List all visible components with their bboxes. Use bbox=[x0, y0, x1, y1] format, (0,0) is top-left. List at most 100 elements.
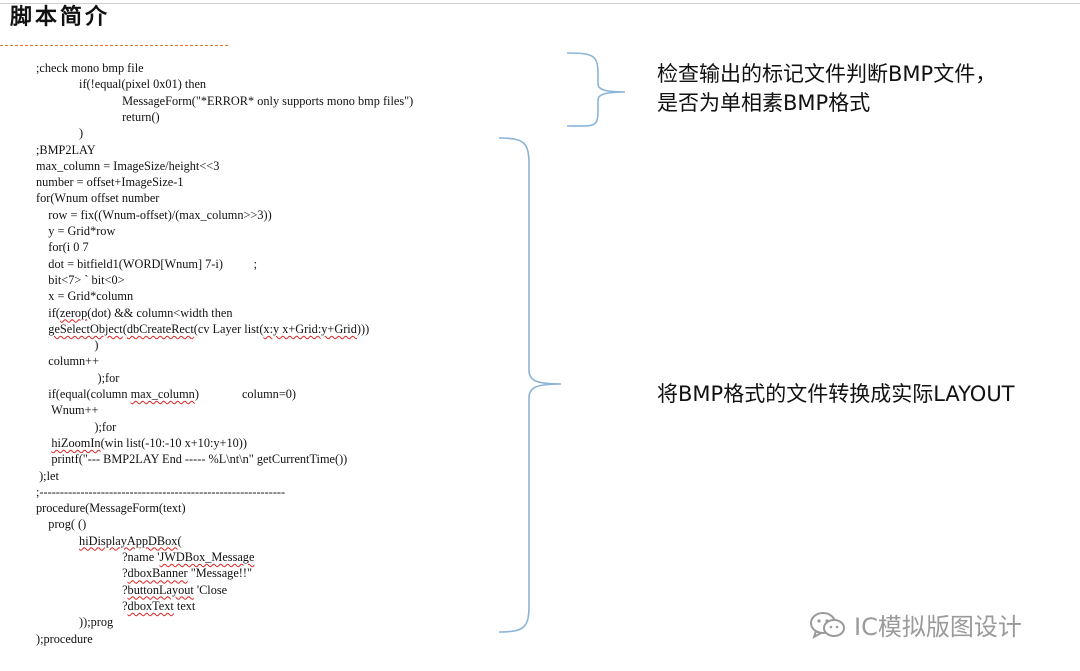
spellcheck-flagged-token: x:y x+Grid:y+Grid bbox=[263, 321, 357, 336]
spellcheck-flagged-token: zerop bbox=[59, 305, 88, 320]
annotation-check-bmp: 检查输出的标记文件判断BMP文件， 是否为单相素BMP格式 bbox=[657, 60, 996, 118]
code-token: bit<7> ` bit<0> bbox=[48, 272, 125, 287]
annotation-check-bmp-line1: 检查输出的标记文件判断BMP文件， bbox=[657, 62, 997, 86]
code-token: if( bbox=[48, 305, 60, 320]
spellcheck-flagged-token: buttonLayout bbox=[127, 582, 194, 597]
code-line: geSelectObject(dbCreateRect(cv Layer lis… bbox=[36, 321, 369, 337]
code-token: prog( () bbox=[48, 517, 87, 532]
code-token: if(equal(column bbox=[48, 387, 131, 401]
code-indent bbox=[36, 534, 79, 548]
code-token: printf("--- BMP2LAY End ----- %L\nt\n" g… bbox=[51, 452, 348, 467]
code-line: number = offset+ImageSize-1 bbox=[36, 174, 184, 190]
code-token: row = fix((Wnum-offset)/(max_column>>3)) bbox=[48, 207, 272, 222]
code-line: ;check mono bmp file bbox=[36, 60, 144, 76]
spellcheck-flagged-token: dbCreateRect bbox=[126, 321, 194, 336]
code-indent bbox=[36, 306, 48, 320]
code-token: ) column=0) bbox=[194, 387, 297, 401]
spellcheck-flagged-token: JWDBox_Message bbox=[159, 550, 255, 564]
code-token: );procedure bbox=[36, 631, 93, 646]
code-indent bbox=[36, 436, 51, 450]
code-token: x = Grid*column bbox=[48, 289, 134, 304]
code-token: ) bbox=[79, 126, 84, 141]
code-line: prog( () bbox=[36, 516, 86, 532]
code-line: ));prog bbox=[36, 614, 113, 630]
code-line: if(!equal(pixel 0x01) then bbox=[36, 76, 206, 92]
code-token: return() bbox=[122, 109, 160, 124]
code-line: hiDisplayAppDBox( bbox=[36, 533, 182, 549]
code-line: );let bbox=[36, 468, 59, 484]
code-token: if(!equal(pixel 0x01) then bbox=[79, 77, 207, 92]
code-indent bbox=[36, 599, 122, 613]
code-token: 'Close bbox=[193, 582, 228, 597]
code-indent bbox=[36, 240, 48, 254]
code-token: );for bbox=[97, 370, 120, 385]
code-line: if(equal(column max_column) column=0) bbox=[36, 386, 296, 402]
code-token: );for bbox=[94, 419, 117, 434]
code-line: x = Grid*column bbox=[36, 288, 133, 304]
code-indent bbox=[36, 583, 122, 597]
code-line: for(Wnum offset number bbox=[36, 190, 159, 206]
watermark-text: IC模拟版图设计 bbox=[854, 613, 1022, 641]
annotation-check-bmp-line2: 是否为单相素BMP格式 bbox=[657, 91, 871, 115]
code-indent bbox=[36, 322, 48, 336]
code-token: (win list(-10:-10 x+10:y+10)) bbox=[100, 435, 247, 450]
code-token: dot = bitfield1(WORD[Wnum] 7-i) ; bbox=[48, 256, 258, 271]
code-token: Wnum++ bbox=[51, 403, 99, 418]
code-token: max_column = ImageSize/height<<3 bbox=[36, 158, 220, 173]
code-token: (cv Layer list( bbox=[193, 321, 264, 336]
code-token: text bbox=[173, 598, 196, 613]
code-line: ;BMP2LAY bbox=[36, 142, 96, 158]
wechat-icon bbox=[810, 611, 845, 639]
code-indent bbox=[36, 387, 48, 401]
spellcheck-flagged-token: max_column bbox=[130, 387, 195, 401]
code-indent bbox=[36, 126, 79, 140]
title-underline bbox=[0, 45, 228, 46]
code-line: );procedure bbox=[36, 631, 93, 647]
code-indent bbox=[36, 566, 122, 580]
code-token: ;check mono bmp file bbox=[36, 61, 144, 75]
code-indent bbox=[36, 273, 48, 287]
code-line: y = Grid*row bbox=[36, 223, 115, 239]
annotation-convert-layout: 将BMP格式的文件转换成实际LAYOUT bbox=[657, 382, 1015, 406]
code-indent bbox=[36, 550, 122, 564]
code-line: );for bbox=[36, 419, 116, 435]
code-indent bbox=[36, 420, 94, 434]
code-line: procedure(MessageForm(text) bbox=[36, 500, 186, 516]
code-indent bbox=[36, 224, 48, 238]
code-line: dot = bitfield1(WORD[Wnum] 7-i) ; bbox=[36, 256, 257, 272]
code-indent bbox=[36, 452, 51, 466]
code-line: printf("--- BMP2LAY End ----- %L\nt\n" g… bbox=[36, 451, 347, 467]
code-token: ));prog bbox=[79, 615, 114, 630]
code-token: ;---------------------------------------… bbox=[36, 484, 286, 499]
spellcheck-flagged-token: hiDisplayAppDBox bbox=[79, 533, 178, 548]
code-token: (dot) && column<width then bbox=[87, 305, 233, 320]
watermark: IC模拟版图设计 bbox=[808, 607, 1022, 642]
code-token: ? bbox=[122, 598, 128, 613]
code-line: ?name 'JWDBox_Message bbox=[36, 549, 254, 565]
code-line: hiZoomIn(win list(-10:-10 x+10:y+10)) bbox=[36, 435, 247, 451]
code-token: );let bbox=[39, 468, 59, 483]
code-line: return() bbox=[36, 109, 160, 125]
page-title: 脚本简介 bbox=[10, 4, 111, 30]
code-line: ?dboxBanner "Message!!" bbox=[36, 565, 252, 581]
code-line: if(zerop(dot) && column<width then bbox=[36, 305, 232, 321]
code-indent bbox=[36, 354, 48, 368]
code-line: );for bbox=[36, 370, 119, 386]
spellcheck-flagged-token: geSelectObject bbox=[48, 321, 123, 336]
code-token: for(Wnum offset number bbox=[36, 191, 160, 206]
code-line: bit<7> ` bit<0> bbox=[36, 272, 125, 288]
code-line: ;---------------------------------------… bbox=[36, 484, 285, 500]
code-indent bbox=[36, 371, 97, 385]
brace-upper bbox=[566, 52, 625, 127]
code-token: column++ bbox=[48, 354, 100, 369]
code-line: ?buttonLayout 'Close bbox=[36, 582, 227, 598]
code-line: column++ bbox=[36, 353, 99, 369]
code-token: number = offset+ImageSize-1 bbox=[36, 175, 184, 190]
code-indent bbox=[36, 94, 122, 108]
code-token: ( bbox=[122, 321, 127, 336]
spellcheck-flagged-token: dboxText bbox=[127, 598, 174, 613]
top-rule bbox=[0, 3, 1080, 4]
brace-lower bbox=[498, 137, 562, 633]
code-token: "Message!!" bbox=[187, 566, 252, 581]
code-line: max_column = ImageSize/height<<3 bbox=[36, 158, 219, 174]
